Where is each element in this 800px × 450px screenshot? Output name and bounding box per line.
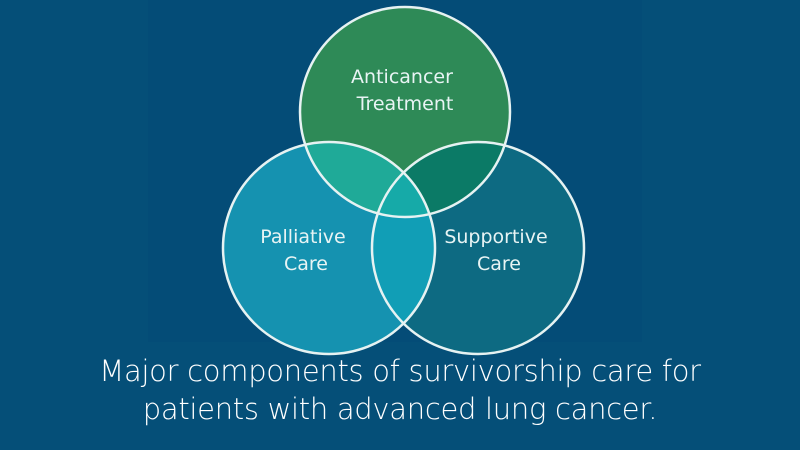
anticancer-outline bbox=[298, 5, 512, 219]
supportive-label: Supportive Care bbox=[444, 226, 553, 275]
overlap-anticancer-supportive bbox=[372, 142, 510, 217]
caption-line-1: Major components of survivorship care fo… bbox=[99, 354, 701, 388]
palliative-label: Palliative Care bbox=[260, 226, 351, 275]
figure-caption: Major components of survivorship care fo… bbox=[0, 352, 800, 428]
supportive-outline bbox=[370, 140, 586, 356]
palliative-outline bbox=[221, 140, 437, 356]
overlap-anticancer-palliative bbox=[300, 142, 435, 217]
caption-line-2: patients with advanced lung cancer. bbox=[142, 392, 658, 426]
anticancer-label: Anticancer Treatment bbox=[351, 66, 459, 115]
